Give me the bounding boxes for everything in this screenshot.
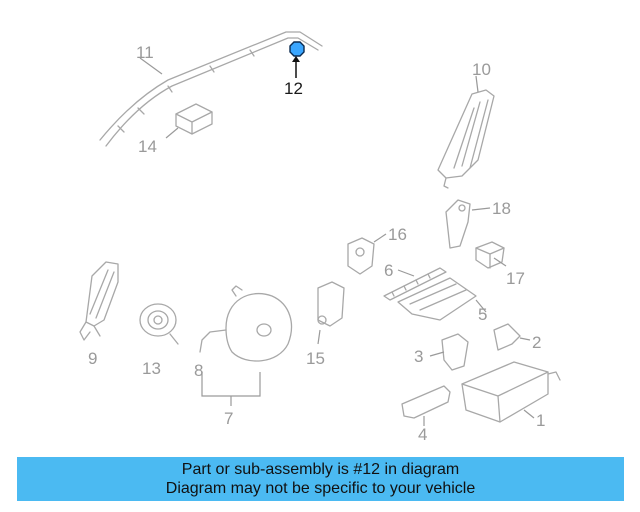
part-15-sensor xyxy=(317,281,345,345)
callout-8: 8 xyxy=(194,361,203,380)
callout-17: 17 xyxy=(506,269,525,288)
part-2-bracket xyxy=(493,323,531,351)
callout-18: 18 xyxy=(492,199,511,218)
callout-13: 13 xyxy=(142,359,161,378)
part-13-clock-spring xyxy=(139,303,179,345)
part-12-clip[interactable] xyxy=(289,41,305,78)
part-9-knee-airbag xyxy=(79,261,119,341)
part-16-sensor xyxy=(347,233,387,275)
banner-line-1: Part or sub-assembly is #12 in diagram xyxy=(181,461,460,478)
part-17-sensor xyxy=(475,241,507,269)
callout-14: 14 xyxy=(138,137,157,156)
callout-15: 15 xyxy=(306,349,325,368)
part-11-curtain-airbag xyxy=(99,31,323,147)
part-18-bracket xyxy=(445,199,491,249)
callout-12[interactable]: 12 xyxy=(284,79,303,98)
part-1-inflator xyxy=(461,361,561,423)
callout-10: 10 xyxy=(472,60,491,79)
callout-3: 3 xyxy=(414,347,423,366)
callout-2: 2 xyxy=(532,333,541,352)
part-5-bracket xyxy=(397,277,487,321)
info-banner-background xyxy=(17,457,624,501)
callout-7: 7 xyxy=(224,409,233,428)
part-7-driver-airbag xyxy=(199,285,293,406)
info-banner: Part or sub-assembly is #12 in diagram D… xyxy=(17,457,624,501)
part-6-strip xyxy=(383,267,447,301)
callout-5: 5 xyxy=(478,305,487,324)
callout-11: 11 xyxy=(136,43,154,62)
callout-1: 1 xyxy=(536,411,545,430)
part-10-passenger-airbag xyxy=(437,75,495,189)
callout-16: 16 xyxy=(388,225,407,244)
callout-6: 6 xyxy=(384,261,393,280)
callout-9: 9 xyxy=(88,349,97,368)
banner-line-2: Diagram may not be specific to your vehi… xyxy=(165,480,476,497)
callout-4: 4 xyxy=(418,425,427,444)
part-4-bracket xyxy=(401,385,451,426)
part-14-control-module xyxy=(165,103,213,139)
part-3-bracket xyxy=(429,333,469,371)
